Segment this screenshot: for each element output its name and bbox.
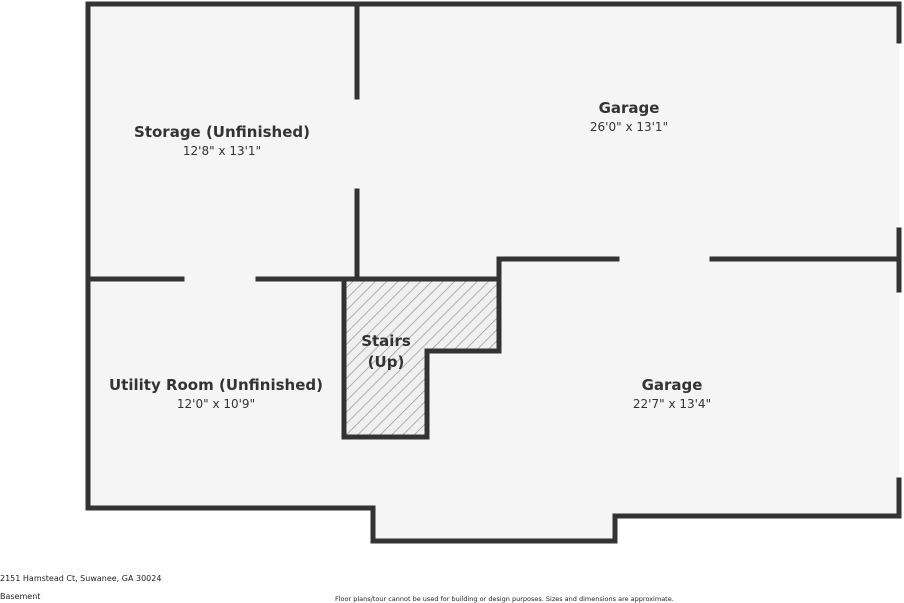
disclaimer-text: Floor plans/tour cannot be used for buil… bbox=[335, 595, 674, 603]
room-utility-name: Utility Room (Unfinished) bbox=[109, 376, 323, 394]
room-utility-dims: 12'0" x 10'9" bbox=[177, 397, 255, 411]
room-garage-upper-name: Garage bbox=[599, 99, 660, 117]
stairs-area bbox=[344, 281, 499, 437]
room-garage-lower-dims: 22'7" x 13'4" bbox=[633, 397, 711, 411]
property-address: 2151 Hamstead Ct, Suwanee, GA 30024 bbox=[0, 574, 162, 583]
room-garage-lower-name: Garage bbox=[642, 376, 703, 394]
stairs-label-line1: Stairs bbox=[361, 332, 411, 350]
stairs-wall bbox=[341, 276, 502, 440]
room-storage-name: Storage (Unfinished) bbox=[134, 123, 310, 141]
floor-level-label: Basement bbox=[0, 592, 41, 601]
room-garage-upper-dims: 26'0" x 13'1" bbox=[590, 120, 668, 134]
outer-wall bbox=[85, 1, 902, 544]
wall-garage-divider-left bbox=[496, 256, 620, 282]
stairs-label-line2: (Up) bbox=[368, 353, 405, 371]
walls bbox=[85, 1, 902, 544]
floor-area bbox=[88, 4, 899, 541]
room-storage-dims: 12'8" x 13'1" bbox=[183, 144, 261, 158]
